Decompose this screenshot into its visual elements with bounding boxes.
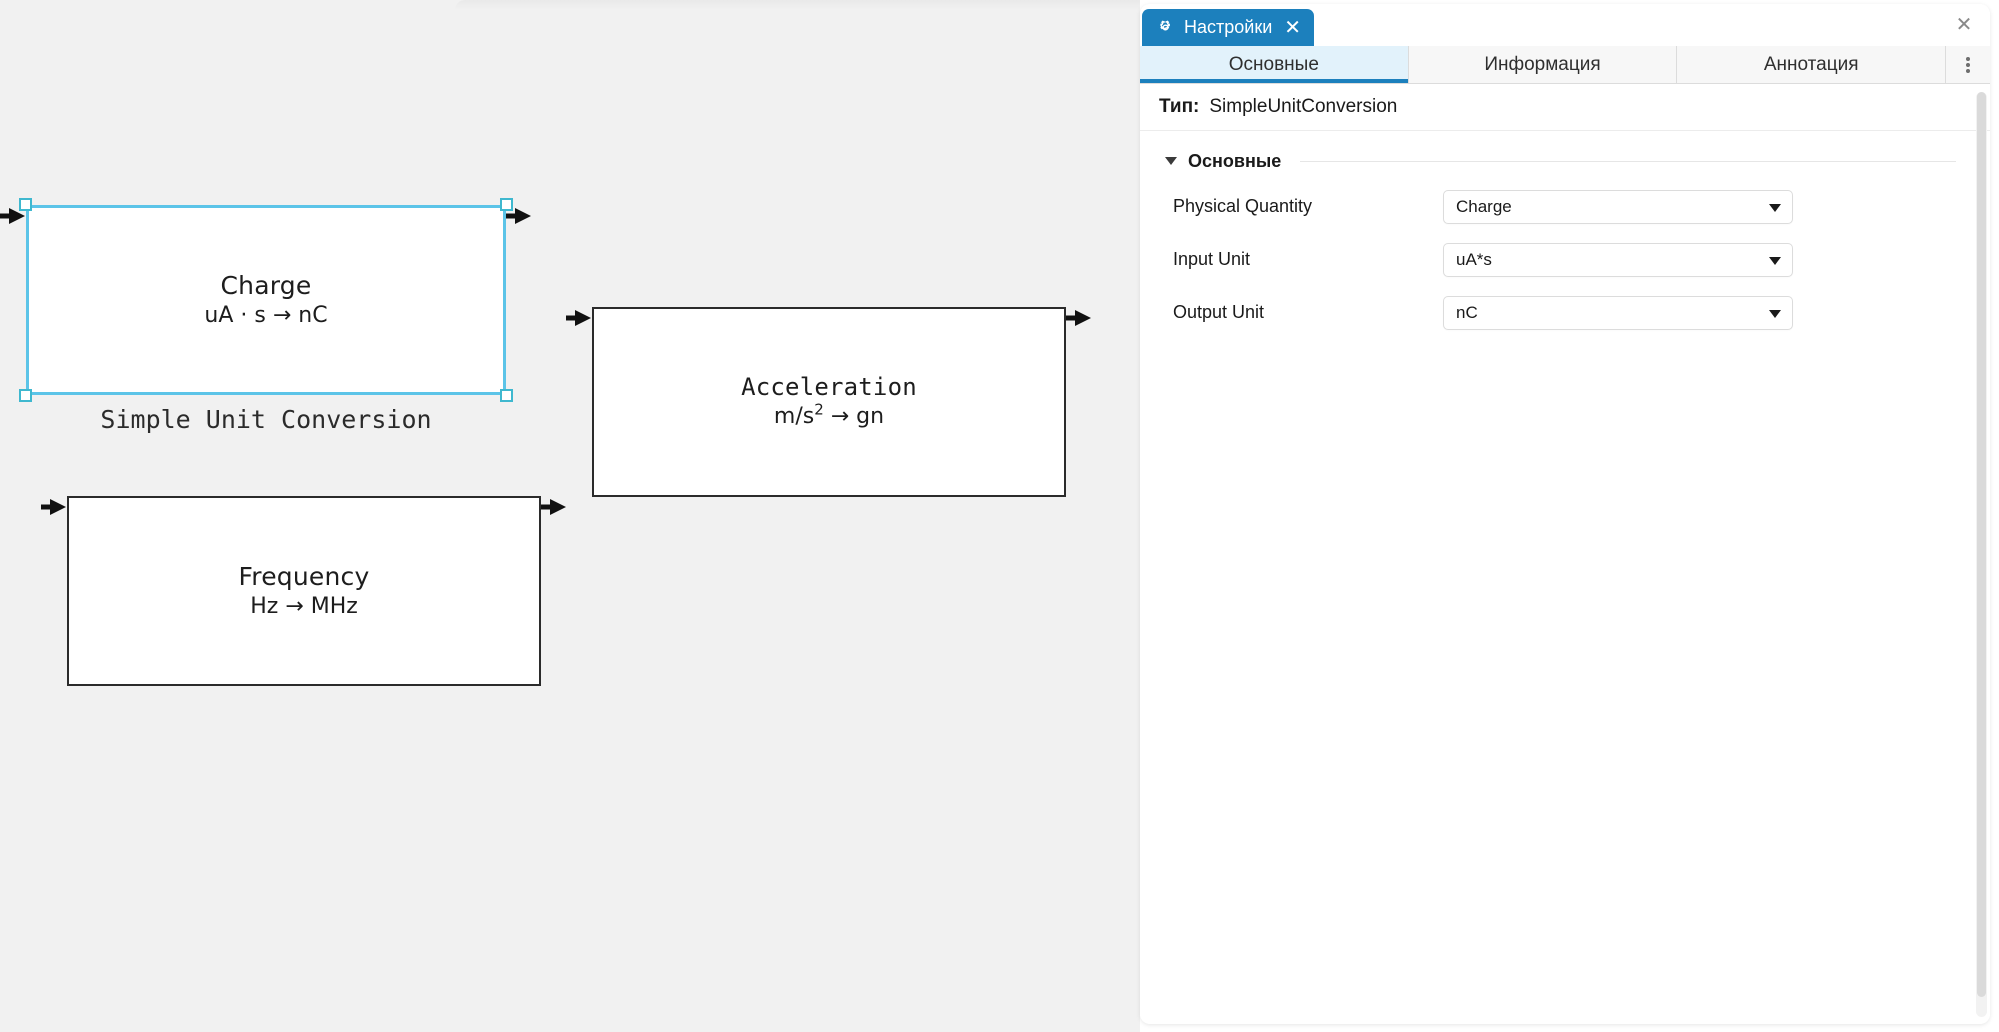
panel-scrollbar-track[interactable] <box>1976 92 1987 1017</box>
node-acceleration-title: Acceleration <box>741 373 917 402</box>
field-physical-quantity: Physical Quantity Charge <box>1140 185 1990 228</box>
chevron-down-icon[interactable] <box>1769 203 1781 212</box>
section-title: Основные <box>1188 150 1282 171</box>
resize-handle-top-right[interactable] <box>500 198 513 211</box>
node-frequency-title: Frequency <box>238 561 370 591</box>
node-acceleration-subtitle: m/s2 → gn <box>774 403 884 431</box>
physical-quantity-select[interactable]: Charge <box>1443 189 1793 224</box>
node-frequency-input-port[interactable] <box>41 496 67 518</box>
chevron-down-icon[interactable] <box>1769 256 1781 265</box>
section-divider <box>1300 160 1956 162</box>
tab-annotatsiya-label: Аннотация <box>1763 53 1859 75</box>
section-header-osnovnye[interactable]: Основные <box>1140 147 1990 175</box>
accel-sub-prefix: m/s <box>773 404 815 430</box>
resize-handle-bottom-left[interactable] <box>19 389 32 402</box>
panel-close-icon[interactable]: ✕ <box>1955 14 1973 36</box>
panel-tab-strip: Основные Информация Аннотация <box>1140 46 1990 84</box>
node-charge-caption: Simple Unit Conversion <box>100 405 432 434</box>
node-charge-input-port[interactable] <box>0 205 26 227</box>
tab-osnovnye-label: Основные <box>1228 53 1319 75</box>
node-acceleration-output-port[interactable] <box>1066 307 1092 329</box>
chevron-down-icon[interactable] <box>1165 157 1177 165</box>
field-output-unit: Output Unit nC <box>1140 291 1990 334</box>
input-unit-select[interactable]: uA*s <box>1443 242 1793 277</box>
kebab-dot <box>1966 56 1971 61</box>
panel-window-tab[interactable]: Настройки ✕ <box>1142 9 1315 46</box>
field-input-unit: Input Unit uA*s <box>1140 238 1990 281</box>
type-label: Тип: <box>1159 96 1200 117</box>
kebab-dot <box>1966 62 1971 67</box>
node-charge-title: Charge <box>220 270 312 300</box>
output-unit-select[interactable]: nC <box>1443 295 1793 330</box>
tab-annotatsiya[interactable]: Аннотация <box>1677 46 1947 83</box>
kebab-menu-icon[interactable] <box>1946 46 1990 83</box>
diagram-canvas[interactable]: Charge uA · s → nC Simple Unit Conversio… <box>0 0 1140 1032</box>
accel-sub-suffix: → gn <box>823 404 885 430</box>
panel-scrollbar-thumb[interactable] <box>1977 92 1986 997</box>
output-unit-value: nC <box>1456 302 1478 322</box>
type-value: SimpleUnitConversion <box>1209 96 1398 117</box>
chevron-down-icon[interactable] <box>1769 309 1781 318</box>
node-frequency-output-port[interactable] <box>541 496 567 518</box>
field-output-unit-label: Output Unit <box>1173 302 1265 322</box>
gear-icon <box>1160 20 1170 31</box>
type-row: Тип: SimpleUnitConversion <box>1140 84 1990 131</box>
node-frequency-subtitle: Hz → MHz <box>250 594 358 619</box>
kebab-dot <box>1966 68 1971 73</box>
node-charge-subtitle: uA · s → nC <box>204 303 328 328</box>
resize-handle-bottom-right[interactable] <box>500 389 513 402</box>
panel-window-tab-label: Настройки <box>1184 17 1273 37</box>
panel-window-tab-close-icon[interactable]: ✕ <box>1284 16 1302 39</box>
node-frequency-box[interactable]: Frequency Hz → MHz <box>67 496 541 686</box>
panel-titlebar: Настройки ✕ ✕ <box>1140 4 1990 46</box>
field-physical-quantity-label: Physical Quantity <box>1173 196 1313 216</box>
panel-body: Основные Physical Quantity Charge Input … <box>1140 131 1990 1023</box>
tab-informatsiya[interactable]: Информация <box>1408 46 1678 83</box>
physical-quantity-value: Charge <box>1456 196 1512 216</box>
field-input-unit-label: Input Unit <box>1173 249 1251 269</box>
node-acceleration-input-port[interactable] <box>566 307 592 329</box>
node-acceleration[interactable]: Acceleration m/s2 → gn <box>566 307 1091 497</box>
node-charge-output-port[interactable] <box>506 205 532 227</box>
resize-handle-top-left[interactable] <box>19 198 32 211</box>
tab-osnovnye[interactable]: Основные <box>1140 46 1409 83</box>
node-acceleration-box[interactable]: Acceleration m/s2 → gn <box>592 307 1066 497</box>
node-charge[interactable]: Charge uA · s → nC Simple Unit Conversio… <box>0 198 531 434</box>
tab-informatsiya-label: Информация <box>1484 53 1601 75</box>
node-frequency[interactable]: Frequency Hz → MHz <box>41 496 566 686</box>
accel-sub-superscript: 2 <box>814 401 824 420</box>
input-unit-value: uA*s <box>1456 249 1492 269</box>
node-charge-box[interactable]: Charge uA · s → nC <box>26 205 506 395</box>
settings-panel: Настройки ✕ ✕ Основные Информация Аннота… <box>1140 4 1990 1024</box>
